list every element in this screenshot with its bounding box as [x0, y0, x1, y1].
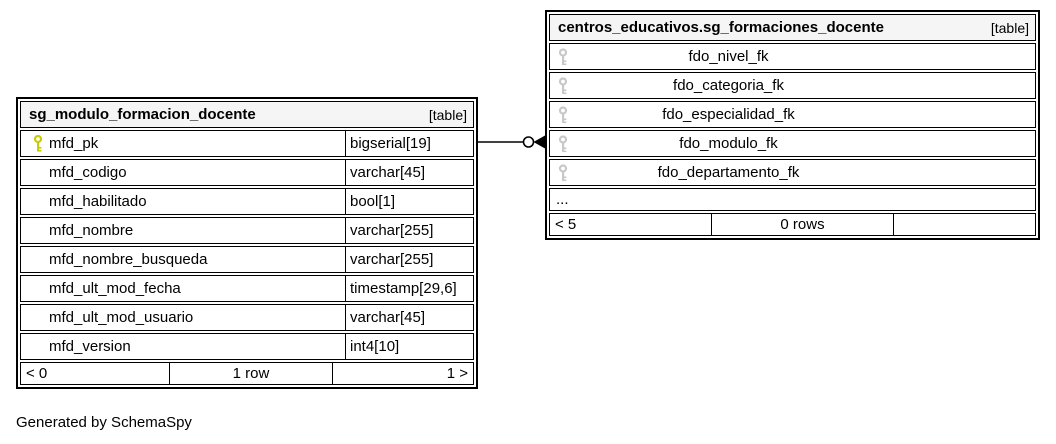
table-type-badge: [table]: [428, 106, 467, 123]
table-row: fdo_departamento_fk: [549, 159, 1036, 186]
crow-foot-arrow: [533, 135, 545, 149]
foreign-key-icon: [558, 135, 568, 152]
column-name: fdo_modulo_fk: [679, 135, 778, 152]
foreign-key-icon: [558, 77, 568, 94]
table-row: mfd_ult_mod_fecha timestamp[29,6]: [20, 275, 474, 302]
primary-key-icon: [33, 135, 43, 152]
column-name: mfd_nombre: [49, 222, 134, 239]
column-name: fdo_categoria_fk: [673, 77, 784, 94]
column-type: bool[1]: [350, 193, 396, 210]
pager-row-count: 1 row: [169, 363, 333, 384]
column-type: int4[10]: [350, 338, 400, 355]
column-name: fdo_nivel_fk: [688, 48, 769, 65]
pager-prev: < 5: [555, 216, 577, 233]
column-name: mfd_habilitado: [49, 193, 147, 210]
column-name-cell: mfd_habilitado: [21, 189, 346, 214]
column-name-cell: mfd_version: [21, 334, 346, 359]
column-type: varchar[45]: [350, 309, 426, 326]
table-row: mfd_version int4[10]: [20, 333, 474, 360]
table-row: fdo_especialidad_fk: [549, 101, 1036, 128]
column-name: mfd_ult_mod_usuario: [49, 309, 194, 326]
table-row: mfd_codigo varchar[45]: [20, 159, 474, 186]
relationship-connector: [478, 135, 545, 149]
column-name: fdo_departamento_fk: [657, 164, 800, 181]
table-row: fdo_categoria_fk: [549, 72, 1036, 99]
column-name: mfd_pk: [49, 135, 99, 152]
foreign-key-icon: [558, 48, 568, 65]
foreign-key-icon: [558, 106, 568, 123]
table-row: fdo_modulo_fk: [549, 130, 1036, 157]
column-name-cell: mfd_nombre: [21, 218, 346, 243]
generator-note: Generated by SchemaSpy: [16, 414, 192, 431]
column-name: mfd_codigo: [49, 164, 127, 181]
column-type: varchar[255]: [350, 251, 434, 268]
truncated-columns-indicator: ...: [549, 188, 1036, 211]
table-row: fdo_nivel_fk: [549, 43, 1036, 70]
column-name: fdo_especialidad_fk: [662, 106, 795, 123]
pager-prev: < 0: [26, 365, 48, 382]
column-name-cell: mfd_pk: [21, 131, 346, 156]
table-row: mfd_habilitado bool[1]: [20, 188, 474, 215]
column-name: mfd_nombre_busqueda: [49, 251, 208, 268]
table-header: sg_modulo_formacion_docente [table]: [20, 101, 474, 128]
table-row: mfd_ult_mod_usuario varchar[45]: [20, 304, 474, 331]
zero-cardinality-circle: [522, 136, 535, 148]
table-header: centros_educativos.sg_formaciones_docent…: [549, 14, 1036, 41]
table-row: mfd_nombre_busqueda varchar[255]: [20, 246, 474, 273]
column-name-cell: mfd_ult_mod_usuario: [21, 305, 346, 330]
pager-row-count: 0 rows: [711, 214, 894, 235]
table-row: mfd_pk bigserial[19]: [20, 130, 474, 157]
table-pager: < 0 1 row 1 >: [20, 362, 474, 385]
table-title: centros_educativos.sg_formaciones_docent…: [558, 19, 884, 36]
column-type: varchar[255]: [350, 222, 434, 239]
column-name: mfd_ult_mod_fecha: [49, 280, 181, 297]
column-name-cell: mfd_nombre_busqueda: [21, 247, 346, 272]
table-centros-educativos-sg-formaciones-docente: centros_educativos.sg_formaciones_docent…: [545, 10, 1040, 240]
table-type-badge: [table]: [990, 19, 1029, 36]
pager-next: [894, 214, 1035, 235]
table-pager: < 5 0 rows: [549, 213, 1036, 236]
table-row: mfd_nombre varchar[255]: [20, 217, 474, 244]
column-type: varchar[45]: [350, 164, 426, 181]
pager-next: 1 >: [446, 365, 468, 382]
column-name-cell: mfd_ult_mod_fecha: [21, 276, 346, 301]
column-name: mfd_version: [49, 338, 131, 355]
foreign-key-icon: [558, 164, 568, 181]
column-type: bigserial[19]: [350, 135, 431, 152]
table-sg-modulo-formacion-docente: sg_modulo_formacion_docente [table] mfd_…: [16, 97, 478, 389]
column-name-cell: mfd_codigo: [21, 160, 346, 185]
column-type: timestamp[29,6]: [350, 280, 457, 297]
table-title: sg_modulo_formacion_docente: [29, 106, 256, 123]
